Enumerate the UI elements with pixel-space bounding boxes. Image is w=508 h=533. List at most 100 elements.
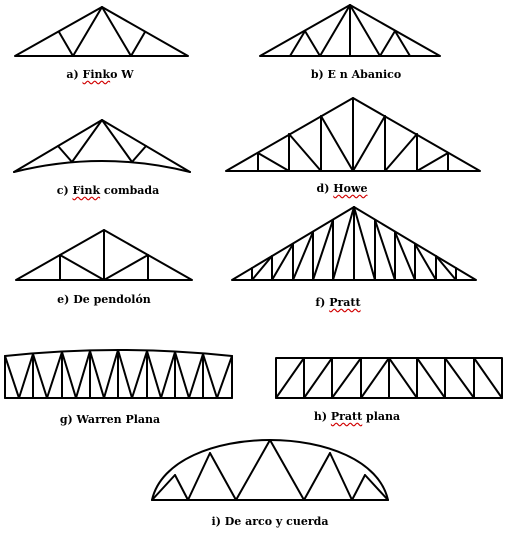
truss-member [235, 439, 271, 501]
truss-member [353, 206, 376, 281]
truss-member [151, 474, 176, 501]
truss-member [251, 255, 273, 281]
truss-fink-cambered [13, 119, 191, 173]
caption-d-word: Howe [333, 182, 368, 195]
truss-member [209, 452, 237, 501]
truss-member [71, 119, 103, 163]
truss-member [57, 145, 73, 163]
truss-member [202, 353, 218, 399]
caption-d: d) Howe [317, 182, 368, 195]
caption-f: f) Pratt [315, 296, 360, 309]
truss-member [435, 255, 457, 281]
truss-member [289, 30, 306, 57]
truss-bottom-chord [13, 160, 191, 173]
truss-member [58, 31, 74, 57]
truss-howe [225, 97, 481, 172]
caption-h-word: Pratt [330, 410, 363, 423]
caption-e: e) De pendolón [57, 293, 151, 306]
truss-member [271, 243, 294, 281]
truss-member [75, 350, 91, 399]
caption-h-prefix: h) [313, 410, 331, 423]
truss-member [32, 353, 48, 399]
truss-member [131, 145, 147, 163]
truss-member [304, 30, 321, 57]
caption-c-word: Fink [72, 184, 101, 197]
truss-member [473, 357, 503, 399]
caption-c-prefix: c) [56, 184, 73, 197]
truss-member [257, 152, 290, 172]
caption-i: i) De arco y cuerda [211, 515, 329, 528]
truss-warren-flat [4, 349, 233, 399]
truss-member [319, 4, 351, 57]
truss-arch [151, 439, 389, 501]
truss-member [320, 115, 354, 172]
caption-h-rest: plana [362, 410, 401, 423]
truss-member [394, 231, 416, 281]
caption-a: a) Finko W [66, 68, 133, 81]
truss-member [187, 452, 211, 501]
caption-d-prefix: d) [316, 182, 334, 195]
truss-member [103, 349, 119, 399]
truss-member [331, 357, 362, 399]
truss-member [174, 351, 190, 399]
truss-member [303, 452, 331, 501]
truss-member [351, 474, 366, 501]
truss-member [188, 353, 204, 399]
truss-kingpost [15, 229, 193, 281]
truss-member [101, 119, 133, 163]
caption-a-rest: o W [110, 68, 134, 81]
truss-member [349, 4, 381, 57]
caption-a-prefix: a) [66, 68, 83, 81]
truss-member [379, 30, 396, 57]
truss-member [269, 439, 305, 501]
truss-member [59, 254, 105, 281]
truss-member [146, 350, 162, 399]
truss-member [414, 243, 437, 281]
truss-member [329, 452, 353, 501]
truss-pratt-flat [275, 357, 503, 399]
truss-member [364, 474, 389, 501]
truss-member [275, 357, 305, 399]
caption-g: g) Warren Plana [59, 413, 161, 426]
caption-c-rest: combada [100, 184, 160, 197]
truss-member [416, 152, 449, 172]
truss-member [216, 355, 233, 399]
truss-member [384, 133, 418, 172]
caption-f-prefix: f) [315, 296, 330, 309]
truss-member [388, 357, 418, 399]
truss-member [292, 231, 314, 281]
truss-outline [13, 119, 191, 173]
truss-member [4, 355, 20, 399]
truss-member [101, 6, 132, 57]
truss-member [61, 351, 77, 399]
truss-member [360, 357, 390, 399]
truss-member [288, 133, 322, 172]
truss-member [303, 357, 333, 399]
truss-member [117, 349, 133, 399]
truss-member [374, 219, 396, 281]
caption-a-word: Fink [82, 68, 111, 81]
truss-member [46, 351, 63, 399]
truss-member [332, 206, 355, 281]
truss-member [312, 219, 334, 281]
truss-member [416, 357, 446, 399]
caption-f-word: Pratt [329, 296, 361, 309]
truss-member [174, 474, 189, 501]
truss-member [103, 254, 149, 281]
truss-member [18, 353, 34, 399]
caption-h: h) Pratt plana [314, 410, 400, 423]
truss-member [444, 357, 475, 399]
truss-member [394, 30, 411, 57]
truss-bowstring [151, 439, 389, 501]
truss-pratt [231, 206, 477, 281]
truss-member [72, 6, 103, 57]
truss-member [89, 350, 105, 399]
caption-b: b) E n Abanico [310, 68, 402, 81]
truss-fan [259, 4, 441, 57]
truss-member [130, 31, 146, 57]
truss-member [160, 351, 176, 399]
truss-outline [14, 6, 189, 57]
truss-fink-w [14, 6, 189, 57]
